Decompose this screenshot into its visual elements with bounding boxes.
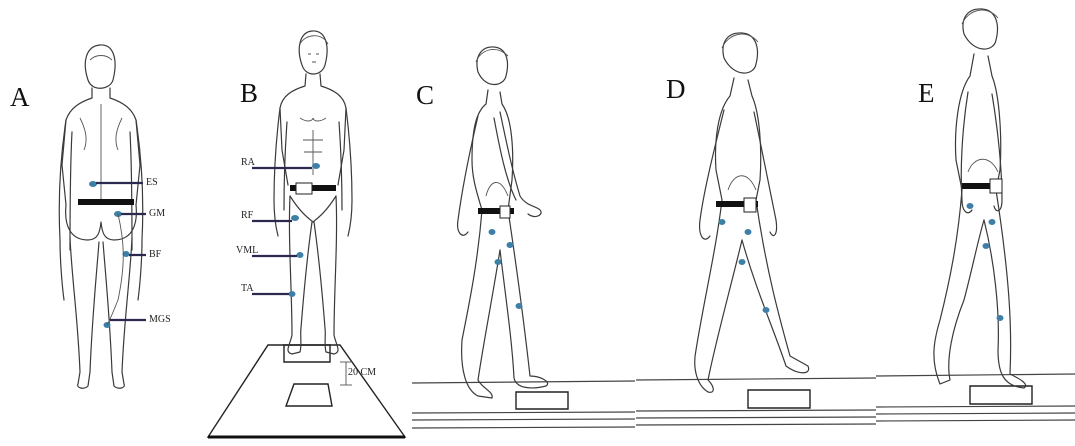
muscle-label-vml: VML <box>236 246 258 256</box>
platform-height-label: 20 CM <box>348 368 376 378</box>
panel-label-b: B <box>240 80 258 107</box>
muscle-label-gm: GM <box>149 209 165 219</box>
panel-e-figure <box>876 9 1075 421</box>
panel-label-d: D <box>666 76 686 103</box>
muscle-label-bf: BF <box>149 250 161 260</box>
muscle-label-es: ES <box>146 178 158 188</box>
panel-label-c: C <box>416 82 434 109</box>
muscle-label-mgs: MGS <box>149 315 171 325</box>
panel-label-a: A <box>10 84 30 111</box>
panel-label-e: E <box>918 80 935 107</box>
muscle-label-ta: TA <box>241 284 254 294</box>
panel-a-figure <box>59 45 146 388</box>
muscle-label-rf: RF <box>241 211 253 221</box>
panel-c-figure <box>412 47 635 428</box>
muscle-label-ra: RA <box>241 158 255 168</box>
